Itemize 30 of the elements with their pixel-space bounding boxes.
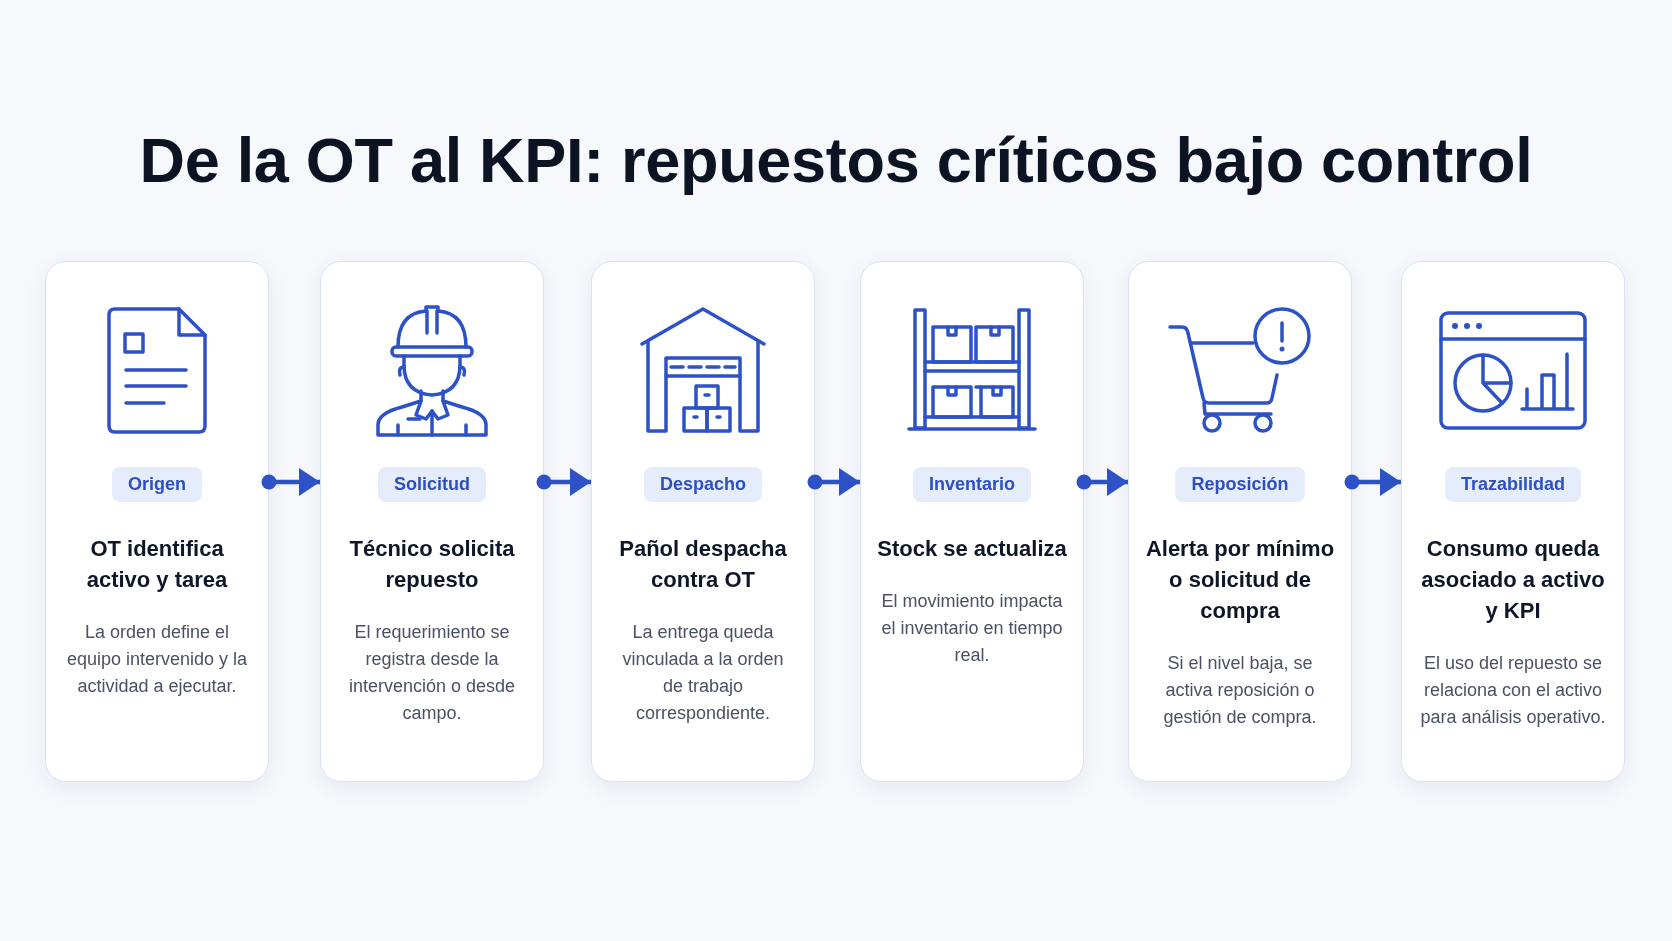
arrow — [1076, 468, 1128, 496]
step-heading: Alerta por mínimo o solicitud de compra — [1144, 535, 1336, 625]
step-heading: OT identifica activo y tarea — [85, 535, 229, 594]
step-description: Si el nivel baja, se activa reposición o gestión de compra. — [1162, 652, 1318, 729]
step-card — [860, 261, 1084, 782]
step-tag: Reposición — [1175, 467, 1305, 502]
step-card — [1401, 261, 1625, 782]
step-description: El requerimiento se registra desde la intervención o desde campo. — [347, 621, 517, 725]
step-tag: Despacho — [644, 467, 762, 502]
arrow — [807, 468, 860, 496]
step-description: El uso del repuesto se relaciona con el activo para análisis operativo. — [1419, 652, 1607, 729]
step-tag: Inventario — [913, 467, 1031, 502]
step-tag: Trazabilidad — [1445, 467, 1581, 502]
step-card — [320, 261, 544, 782]
arrow — [261, 468, 320, 496]
arrow — [536, 468, 591, 496]
step-description: El movimiento impacta el inventario en tiempo real. — [880, 590, 1064, 667]
step-tag: Solicitud — [378, 467, 486, 502]
page-title: De la OT al KPI: repuestos críticos bajo control — [138, 124, 1534, 196]
step-heading: Stock se actualiza — [876, 535, 1068, 563]
step-card — [591, 261, 815, 782]
step-card — [45, 261, 269, 782]
step-tag: Origen — [112, 467, 202, 502]
step-card — [1128, 261, 1352, 782]
arrow — [1344, 468, 1401, 496]
step-description: La entrega queda vinculada a la orden de trabajo correspondiente. — [621, 621, 785, 725]
step-description: La orden define el equipo intervenido y la actividad a ejecutar. — [65, 621, 249, 698]
step-heading: Consumo queda asociado a activo y KPI — [1420, 535, 1606, 625]
step-heading: Técnico solicita repuesto — [348, 535, 516, 594]
step-heading: Pañol despacha contra OT — [618, 535, 788, 594]
